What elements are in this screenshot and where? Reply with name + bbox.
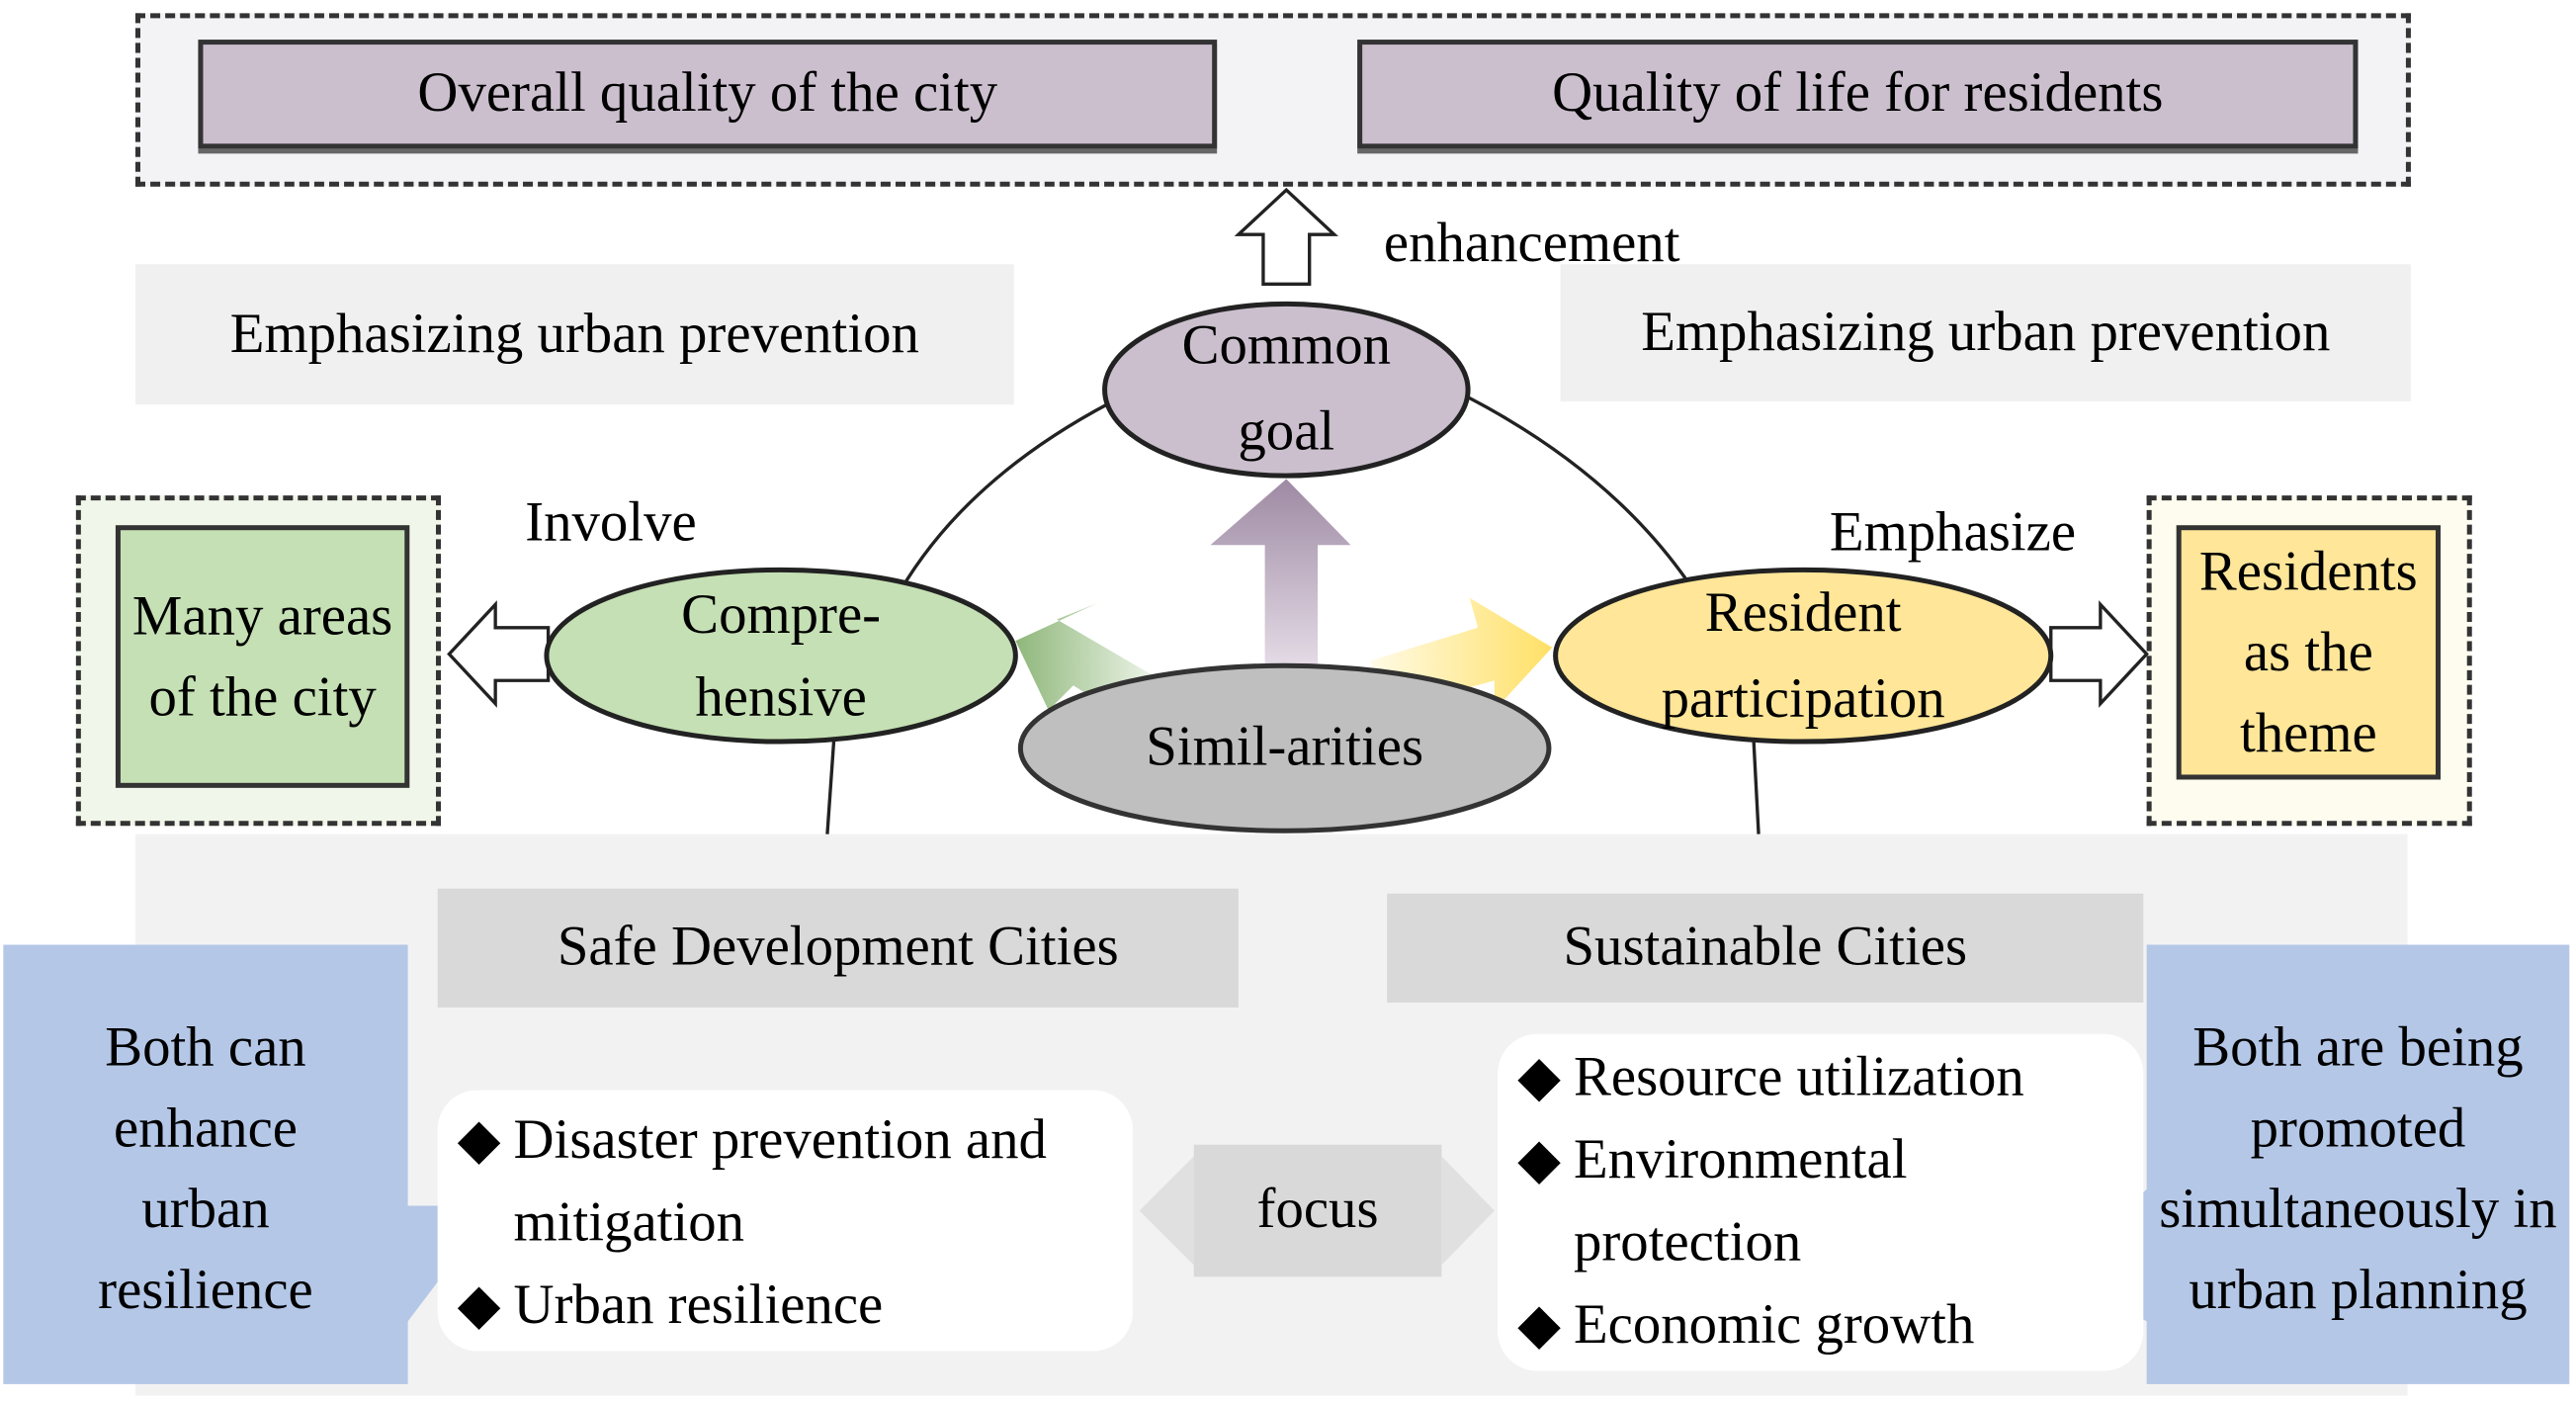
right-callout-shape bbox=[2055, 944, 2570, 1384]
connector-line-left bbox=[825, 740, 836, 834]
diamond-bullet-icon: ◆ bbox=[1517, 1129, 1561, 1191]
connector-arc-left bbox=[898, 401, 1111, 592]
list-item: ◆Economic growth bbox=[1517, 1285, 2143, 1368]
involve-label: Involve bbox=[525, 491, 697, 554]
comprehensive-label: Compre-hensive bbox=[681, 584, 882, 729]
similarities-label: Simil-arities bbox=[1146, 717, 1424, 779]
list-item: ◆Disaster prevention and mitigation bbox=[458, 1100, 1133, 1266]
outcome-life-quality: Quality of life for residents bbox=[1357, 40, 2359, 149]
emphasize-label: Emphasize bbox=[1829, 501, 2077, 564]
left-callout-text: Both can enhance urban resilience bbox=[98, 1016, 313, 1321]
list-item: ◆Urban resilience bbox=[458, 1266, 1133, 1349]
common-goal-label: Common goal bbox=[1181, 315, 1392, 463]
connector-arc-right bbox=[1465, 395, 1689, 582]
focus-box: focus bbox=[1193, 1144, 1442, 1277]
many-areas-box: Many areas of the city bbox=[115, 525, 410, 788]
safe-focus-list: ◆Disaster prevention and mitigation ◆Urb… bbox=[437, 1090, 1133, 1352]
sustainable-cities-title: Sustainable Cities bbox=[1387, 893, 2144, 1003]
diamond-bullet-icon: ◆ bbox=[457, 1274, 501, 1337]
emphasis-text-right: Emphasizing urban prevention bbox=[1641, 302, 2331, 364]
similarities-node bbox=[1017, 662, 1552, 834]
purple-up-arrow-icon bbox=[1210, 479, 1351, 677]
outcome-city-quality: Overall quality of the city bbox=[198, 40, 1218, 149]
list-item: ◆Resource utilization bbox=[1517, 1037, 2143, 1120]
connector-line-right bbox=[1752, 740, 1760, 834]
right-callout-text: Both are being promoted simultaneously i… bbox=[2159, 1016, 2557, 1321]
comprehensive-node bbox=[544, 567, 1018, 745]
right-hollow-arrow-icon bbox=[2049, 600, 2149, 708]
enhancement-label: enhancement bbox=[1383, 213, 1680, 275]
diamond-bullet-icon: ◆ bbox=[1517, 1294, 1561, 1357]
safe-cities-title: Safe Development Cities bbox=[437, 888, 1239, 1009]
resident-participation-node bbox=[1553, 567, 2054, 745]
left-callout-shape bbox=[3, 944, 496, 1384]
emphasis-box-left bbox=[134, 264, 1014, 405]
common-goal-node bbox=[1102, 301, 1471, 479]
up-arrow-icon bbox=[1234, 187, 1339, 286]
emphasis-box-right bbox=[1560, 264, 2411, 401]
residents-theme-box: Residents as the theme bbox=[2176, 525, 2441, 780]
left-hollow-arrow-icon bbox=[447, 600, 551, 708]
emphasis-text-left: Emphasizing urban prevention bbox=[229, 304, 919, 365]
resident-participation-label: Resident participation bbox=[1661, 582, 1945, 731]
diamond-bullet-icon: ◆ bbox=[1517, 1047, 1561, 1108]
list-item: ◆Environmental protection bbox=[1517, 1120, 2143, 1285]
diamond-bullet-icon: ◆ bbox=[457, 1109, 501, 1172]
sustainable-focus-list: ◆Resource utilization ◆Environmental pro… bbox=[1498, 1033, 2144, 1371]
